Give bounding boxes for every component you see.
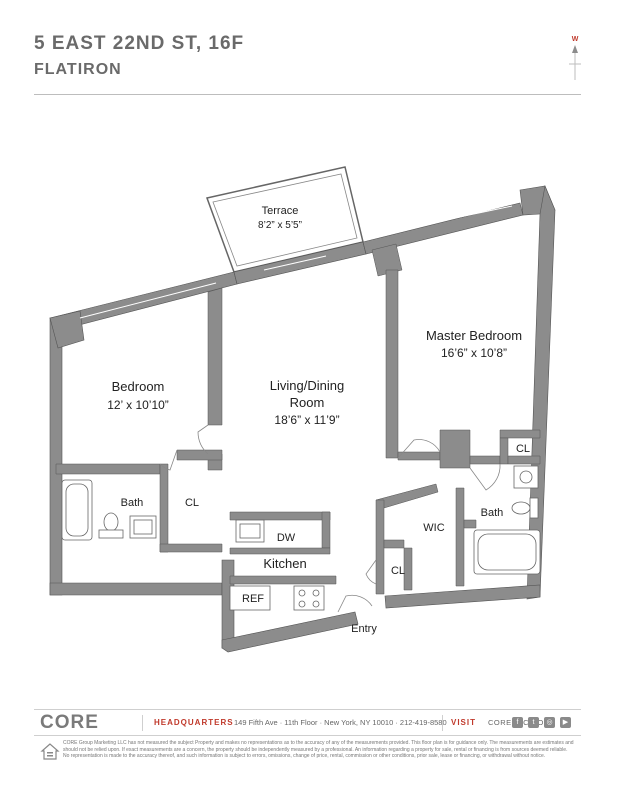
cl-master-label: CL <box>516 443 530 455</box>
exterior-walls <box>49 184 556 653</box>
instagram-icon[interactable]: ◎ <box>544 717 555 728</box>
core-logo: CORE <box>40 712 99 733</box>
footer-bar: CORE HEADQUARTERS 149 Fifth Ave · 11th F… <box>34 711 581 735</box>
neighborhood-name: FLATIRON <box>34 61 122 78</box>
fixtures <box>61 465 541 611</box>
compass-icon: W <box>569 36 581 80</box>
compass-letter: W <box>572 36 579 43</box>
terrace-dims: 8’2” x 5’5” <box>258 220 302 231</box>
living-name: Living/Dining <box>270 378 344 393</box>
footer-top-divider <box>34 709 581 710</box>
windows <box>79 205 513 319</box>
interior-walls <box>55 243 541 595</box>
terrace-name: Terrace <box>262 205 299 217</box>
dw-label: DW <box>277 532 296 544</box>
kitchen-label: Kitchen <box>263 556 306 571</box>
master-bedroom-name: Master Bedroom <box>426 328 522 343</box>
bedroom-name: Bedroom <box>112 379 165 394</box>
footer-separator <box>442 715 443 731</box>
bedroom-dims: 12’ x 10’10” <box>107 398 169 412</box>
living-dims: 18’6” x 11’9” <box>274 413 339 427</box>
equal-housing-icon <box>40 743 60 760</box>
footer-mid-divider <box>34 735 581 736</box>
twitter-icon[interactable]: t <box>528 717 539 728</box>
ref-label: REF <box>242 593 264 605</box>
listing-address: 5 EAST 22ND ST, 16F <box>34 33 245 54</box>
room-labels: Terrace 8’2” x 5’5” Master Bedroom 16’6”… <box>107 205 530 635</box>
bath-master-label: Bath <box>481 507 504 519</box>
facebook-icon[interactable]: f <box>512 717 523 728</box>
door-swings <box>159 424 501 613</box>
header-divider <box>34 94 581 95</box>
wic-label: WIC <box>423 522 444 534</box>
youtube-icon[interactable]: ▶ <box>560 717 571 728</box>
cl-entry-label: CL <box>391 565 405 577</box>
cl-left-label: CL <box>185 497 199 509</box>
living-name-2: Room <box>290 395 325 410</box>
entry-label: Entry <box>351 623 377 635</box>
hq-address: 149 Fifth Ave · 11th Floor · New York, N… <box>234 718 447 727</box>
master-bedroom-dims: 16’6” x 10’8” <box>441 346 507 360</box>
legal-disclaimer: CORE Group Marketing LLC has not measure… <box>63 740 574 760</box>
hq-label: HEADQUARTERS <box>154 718 234 727</box>
visit-label: VISIT <box>451 718 477 727</box>
footer-separator <box>142 715 143 731</box>
bath-left-label: Bath <box>121 497 144 509</box>
